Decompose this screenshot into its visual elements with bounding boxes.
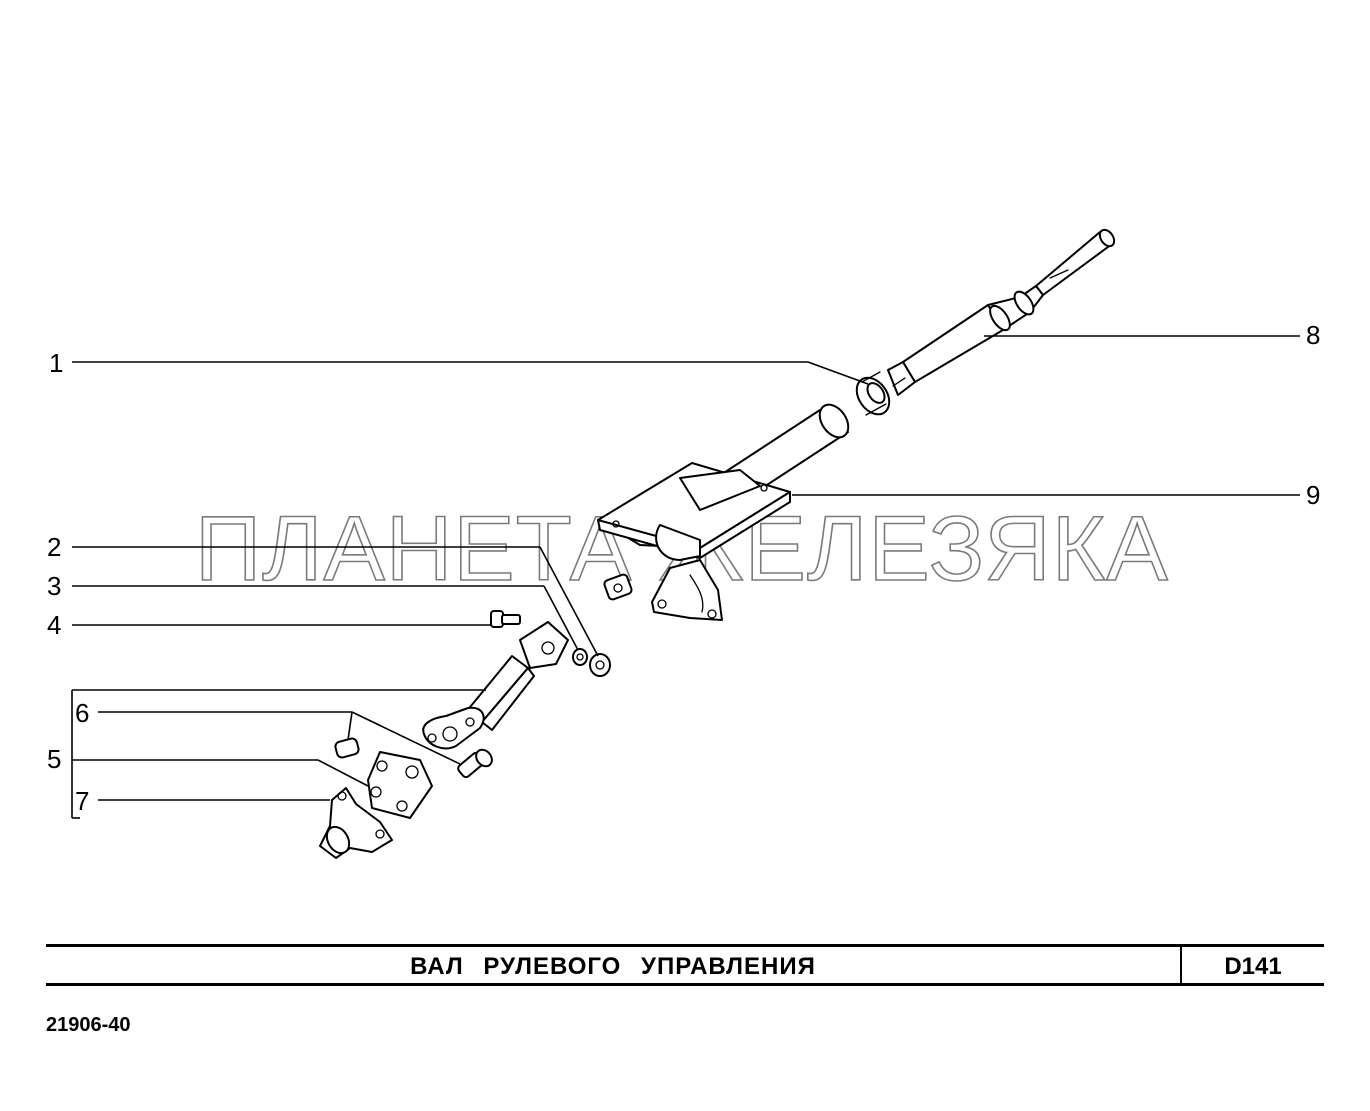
part-clamp-insert[interactable] bbox=[603, 573, 633, 601]
callout-8: 8 bbox=[1306, 320, 1320, 350]
callout-9: 9 bbox=[1306, 480, 1320, 510]
part-6-pin-right[interactable] bbox=[457, 747, 496, 779]
part-3-washer[interactable] bbox=[572, 648, 588, 666]
callout-5: 5 bbox=[47, 744, 61, 774]
part-4-bolt[interactable] bbox=[490, 610, 521, 628]
part-9-column-tube-bracket[interactable] bbox=[597, 399, 854, 621]
callout-6: 6 bbox=[75, 698, 89, 728]
part-8-steering-shaft[interactable] bbox=[887, 227, 1117, 396]
callout-3: 3 bbox=[47, 571, 61, 601]
part-5-intermediate-shaft[interactable] bbox=[422, 621, 569, 750]
part-flange-plate[interactable] bbox=[367, 751, 433, 819]
part-1-bushing[interactable] bbox=[850, 371, 896, 421]
callout-7: 7 bbox=[75, 786, 89, 816]
callout-2: 2 bbox=[47, 532, 61, 562]
sheet-code: D141 bbox=[1180, 947, 1324, 983]
part-7-lower-yoke[interactable] bbox=[319, 787, 393, 859]
callout-1: 1 bbox=[49, 348, 63, 378]
model-code: 21906-40 bbox=[46, 1014, 131, 1036]
callout-4: 4 bbox=[47, 610, 61, 640]
title-bar: ВАЛ РУЛЕВОГО УПРАВЛЕНИЯ D141 bbox=[46, 944, 1324, 986]
diagram-title: ВАЛ РУЛЕВОГО УПРАВЛЕНИЯ bbox=[410, 953, 816, 980]
part-2-nut[interactable] bbox=[589, 653, 611, 677]
leader-lines bbox=[71, 335, 1300, 819]
part-6-pin-left[interactable] bbox=[334, 737, 360, 759]
